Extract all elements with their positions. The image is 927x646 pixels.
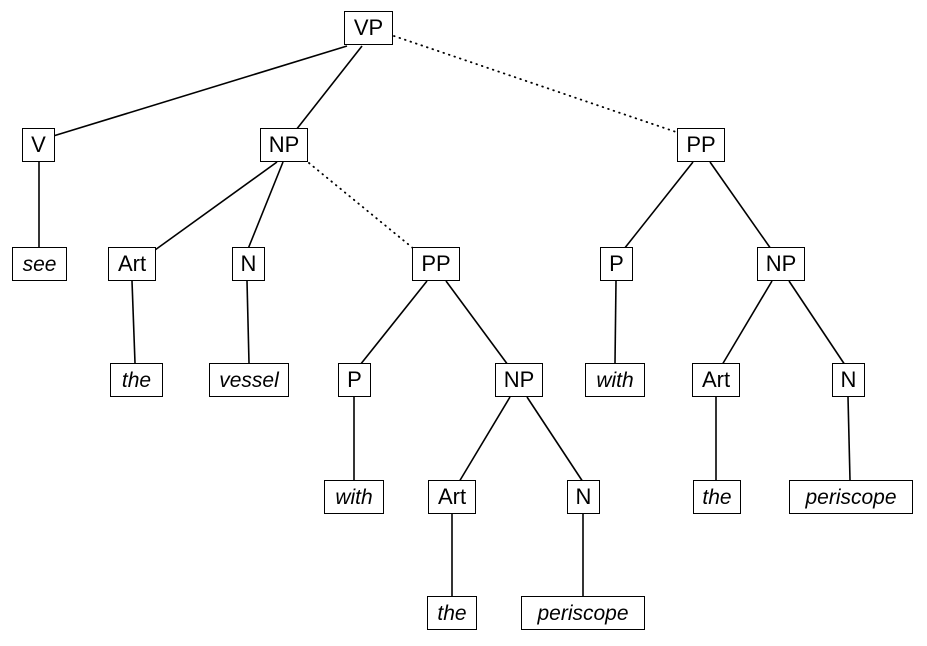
tree-edge-vp-to-np1 bbox=[295, 45, 363, 131]
category-node-np-right[interactable]: NP bbox=[757, 247, 805, 281]
category-node-pp-right[interactable]: PP bbox=[677, 128, 725, 162]
leaf-node-vessel[interactable]: vessel bbox=[209, 363, 289, 397]
tree-edge-np-right-to-art-right bbox=[721, 280, 773, 366]
tree-edge-n-right-to-periscope-r bbox=[847, 396, 851, 481]
category-node-n-right[interactable]: N bbox=[832, 363, 865, 397]
category-node-n1[interactable]: N bbox=[232, 247, 265, 281]
tree-edge-pp-right-to-p-right bbox=[623, 161, 694, 250]
tree-edge-np-mid-to-art-mid bbox=[458, 396, 511, 483]
tree-edge-art1-to-the1 bbox=[131, 280, 136, 364]
category-node-art1[interactable]: Art bbox=[108, 247, 156, 281]
tree-edge-p-right-to-with-right bbox=[614, 280, 617, 364]
edges-group bbox=[38, 35, 851, 596]
tree-edge-np-mid-to-n-mid bbox=[526, 396, 584, 483]
leaf-node-periscope-r[interactable]: periscope bbox=[789, 480, 913, 514]
tree-edge-pp-mid-to-np-mid bbox=[445, 280, 509, 366]
category-node-p-right[interactable]: P bbox=[600, 247, 633, 281]
tree-edge-np1-to-art1 bbox=[154, 161, 278, 251]
tree-edge-np-right-to-n-right bbox=[788, 280, 846, 366]
category-node-v[interactable]: V bbox=[22, 128, 55, 162]
leaf-node-with-mid[interactable]: with bbox=[324, 480, 384, 514]
leaf-node-with-right[interactable]: with bbox=[585, 363, 645, 397]
tree-edge-pp-mid-to-p-mid bbox=[359, 280, 428, 366]
tree-edge-np1-to-n1 bbox=[247, 161, 284, 250]
tree-edge-vp-to-v bbox=[49, 45, 348, 138]
category-node-np-mid[interactable]: NP bbox=[495, 363, 543, 397]
leaf-node-the1[interactable]: the bbox=[110, 363, 163, 397]
tree-edge-vp-to-pp-right bbox=[393, 35, 680, 134]
category-node-p-mid[interactable]: P bbox=[338, 363, 371, 397]
category-node-art-mid[interactable]: Art bbox=[428, 480, 476, 514]
category-node-art-right[interactable]: Art bbox=[692, 363, 740, 397]
leaf-node-the-mid[interactable]: the bbox=[427, 596, 477, 630]
leaf-node-periscope-m[interactable]: periscope bbox=[521, 596, 645, 630]
tree-edge-np1-to-pp-mid bbox=[308, 162, 415, 250]
tree-edge-pp-right-to-np-right bbox=[709, 161, 772, 250]
category-node-vp[interactable]: VP bbox=[344, 11, 393, 45]
leaf-node-the-right[interactable]: the bbox=[693, 480, 741, 514]
category-node-pp-mid[interactable]: PP bbox=[412, 247, 460, 281]
category-node-np1[interactable]: NP bbox=[260, 128, 308, 162]
tree-edge-n1-to-vessel bbox=[246, 280, 250, 364]
category-node-n-mid[interactable]: N bbox=[567, 480, 600, 514]
leaf-node-see[interactable]: see bbox=[12, 247, 67, 281]
